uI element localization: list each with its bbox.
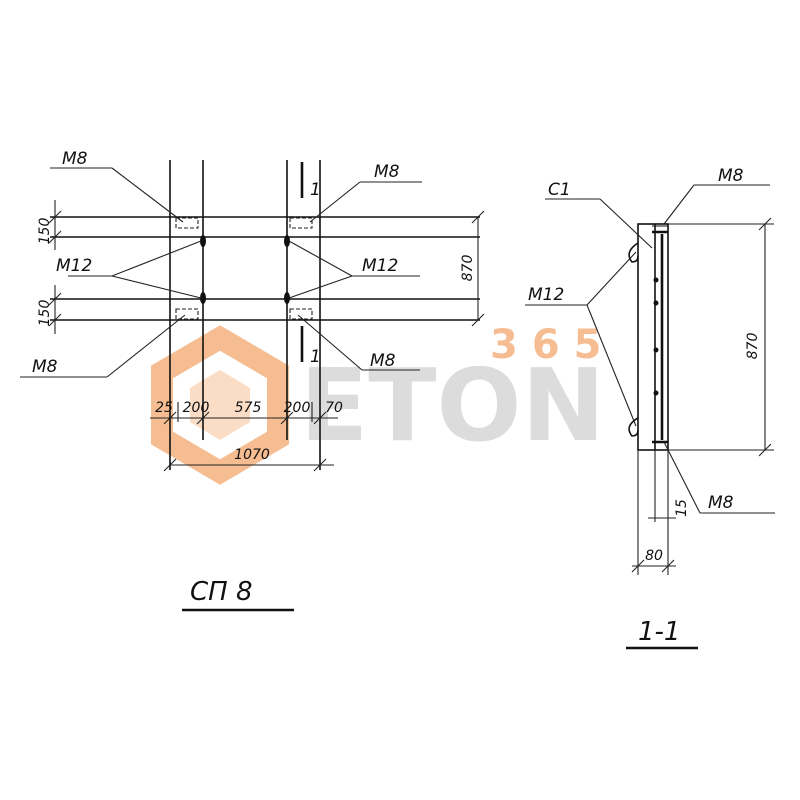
lifting-loop <box>200 292 206 304</box>
section-title: 1-1 <box>638 617 680 647</box>
dim-left-top: 150 <box>37 218 53 245</box>
watermark-brand: ETON <box>300 347 605 464</box>
dim-section-80: 80 <box>645 548 663 564</box>
cut-mark-bottom: 1 <box>310 347 321 367</box>
section-label-bottom-m8: M8 <box>708 493 734 513</box>
label-bottom-left-m8: M8 <box>32 357 58 377</box>
plan-title: СП 8 <box>190 577 253 607</box>
label-left-m12: M12 <box>56 256 92 276</box>
dim-left-bottom: 150 <box>37 300 53 327</box>
lifting-loop-section <box>628 242 639 263</box>
dim-height-plan: 870 <box>460 255 476 282</box>
lifting-loop <box>200 235 206 247</box>
plan-view: 1 1 M8 M8 M12 M12 M8 <box>20 149 485 612</box>
dim-200-b: 200 <box>284 400 311 416</box>
label-top-left-cut: M8 <box>62 149 88 169</box>
section-label-top-m8: M8 <box>718 166 744 186</box>
lifting-loop-section <box>628 417 639 437</box>
label-top-right-m8: M8 <box>374 162 400 182</box>
dim-section-15: 15 <box>674 499 690 517</box>
dim-total-width: 1070 <box>234 447 270 463</box>
lifting-loop <box>284 292 290 304</box>
watermark: ETON 365 <box>151 322 616 485</box>
cut-mark-top: 1 <box>310 180 321 200</box>
dim-height-section: 870 <box>745 333 761 360</box>
label-right-m12: M12 <box>362 256 398 276</box>
dim-25: 25 <box>155 400 173 416</box>
section-view: M8 C1 M12 M8 870 15 80 1-1 <box>525 166 775 650</box>
dim-70: 70 <box>325 400 343 416</box>
watermark-number: 365 <box>490 322 616 368</box>
dim-200-a: 200 <box>183 400 210 416</box>
lifting-loop <box>284 235 290 247</box>
section-label-m12: M12 <box>528 285 564 305</box>
watermark-logo-icon <box>151 325 289 485</box>
label-bottom-right-m8: M8 <box>370 351 396 371</box>
dim-575: 575 <box>235 400 262 416</box>
section-label-c1: C1 <box>548 180 571 200</box>
